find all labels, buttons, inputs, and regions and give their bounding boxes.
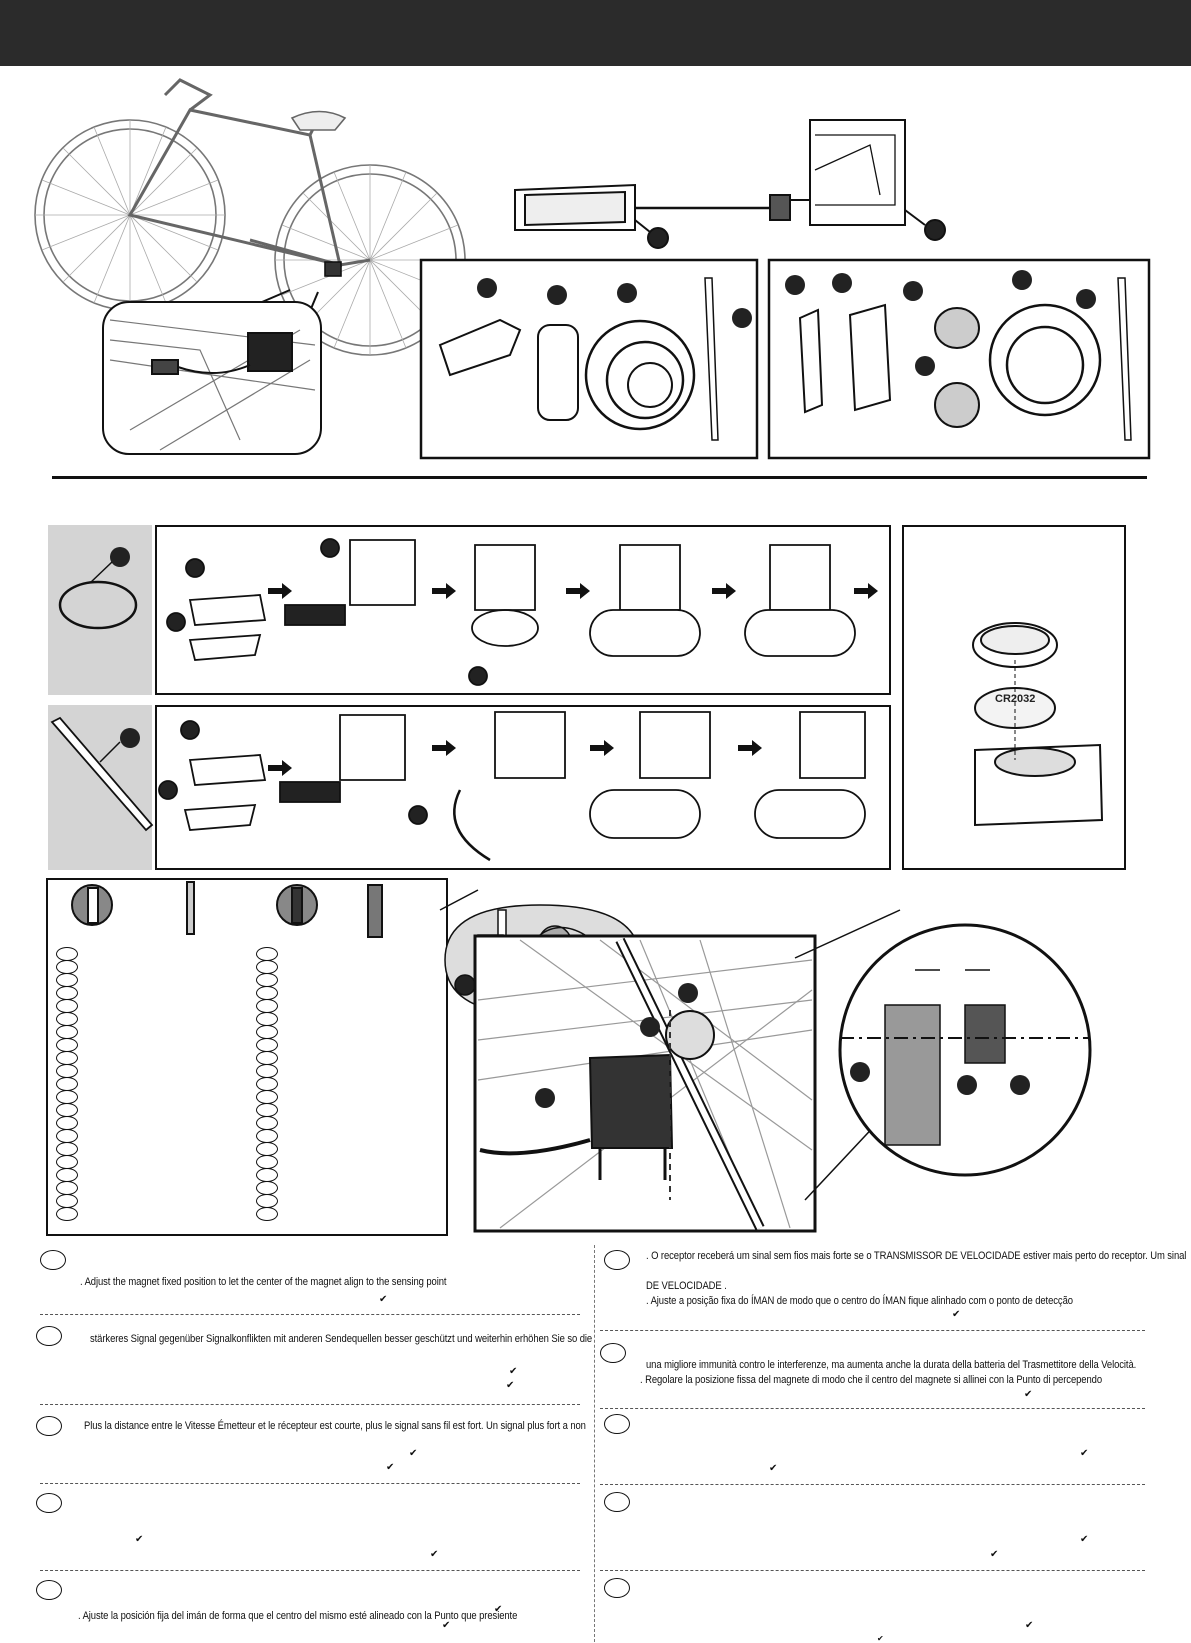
check-icon: ✔ [1025, 1620, 1034, 1631]
divider [40, 1404, 580, 1405]
check-icon: ✔ [769, 1463, 778, 1474]
divider [600, 1330, 1145, 1331]
parts-box-1 [419, 258, 759, 460]
wheel-mount-scene [473, 934, 817, 1233]
divider [40, 1570, 580, 1571]
section-divider [52, 476, 1147, 479]
installation-steps-illustration: CR2032 [50, 538, 1104, 862]
instruction-es-line1: . Ajuste la posición fija del imán de fo… [78, 1610, 518, 1622]
check-icon: ✔ [430, 1549, 439, 1560]
check-icon: ✔ [409, 1448, 418, 1459]
lang-marker-fr [36, 1416, 62, 1436]
magnet-type-icons [71, 881, 383, 938]
check-icon: ✔ [509, 1366, 518, 1377]
check-icon: ✔ [386, 1462, 395, 1473]
instruction-de-line1: stärkeres Signal gegenüber Signalkonflik… [90, 1333, 593, 1345]
battery-label: CR2032 [995, 693, 1035, 705]
divider [600, 1408, 1145, 1409]
sensor-with-cable [514, 119, 946, 249]
instruction-fr-line1: Plus la distance entre le Vitesse Émette… [84, 1420, 586, 1432]
header-band [0, 0, 1191, 66]
instruction-it-line1: una migliore immunità contro le interfer… [646, 1359, 1137, 1371]
check-icon: ✔ [494, 1604, 503, 1615]
check-icon: ✔ [442, 1620, 451, 1631]
check-icon: ✔ [135, 1534, 144, 1545]
check-icon: ✔ [1024, 1389, 1033, 1400]
lang-marker-7 [604, 1414, 630, 1434]
column-divider [594, 1245, 595, 1642]
instruction-pt-line3: . Ajuste a posição fixa do ÍMAN de modo … [646, 1295, 1073, 1307]
lang-marker-9 [604, 1578, 630, 1598]
check-icon: ✔ [952, 1309, 961, 1320]
lang-marker-pt [604, 1250, 630, 1270]
lang-marker-8 [604, 1492, 630, 1512]
lang-marker-it [600, 1343, 626, 1363]
top-illustrations [34, 78, 1151, 460]
check-icon: ✔ [506, 1380, 515, 1391]
bicycle-illustration [34, 78, 466, 356]
instruction-en-line1: . Adjust the magnet fixed position to le… [80, 1276, 447, 1288]
lang-marker-de [36, 1326, 62, 1346]
lang-marker-4 [36, 1493, 62, 1513]
check-icon: ✔ [990, 1549, 999, 1560]
lang-marker-en [40, 1250, 66, 1270]
lang-marker-es [36, 1580, 62, 1600]
instruction-it-line2: . Regolare la posizione fissa del magnet… [640, 1374, 1102, 1386]
zoom-callout [102, 289, 322, 455]
check-icon: ✔ [1080, 1448, 1089, 1459]
check-icon: ✔ [379, 1294, 388, 1305]
parts-box-2 [767, 258, 1151, 460]
instruction-pt-line2: DE VELOCIDADE . [646, 1280, 727, 1292]
divider [40, 1314, 580, 1315]
instruction-pt-line1: . O receptor receberá um sinal sem fios … [646, 1250, 1187, 1262]
check-icon: ✔ [877, 1634, 884, 1643]
divider [40, 1483, 580, 1484]
alignment-detail-circle [838, 923, 1092, 1177]
divider [600, 1484, 1145, 1485]
divider [600, 1570, 1145, 1571]
alignment-illustration [71, 881, 1092, 1233]
check-icon: ✔ [1080, 1534, 1089, 1545]
